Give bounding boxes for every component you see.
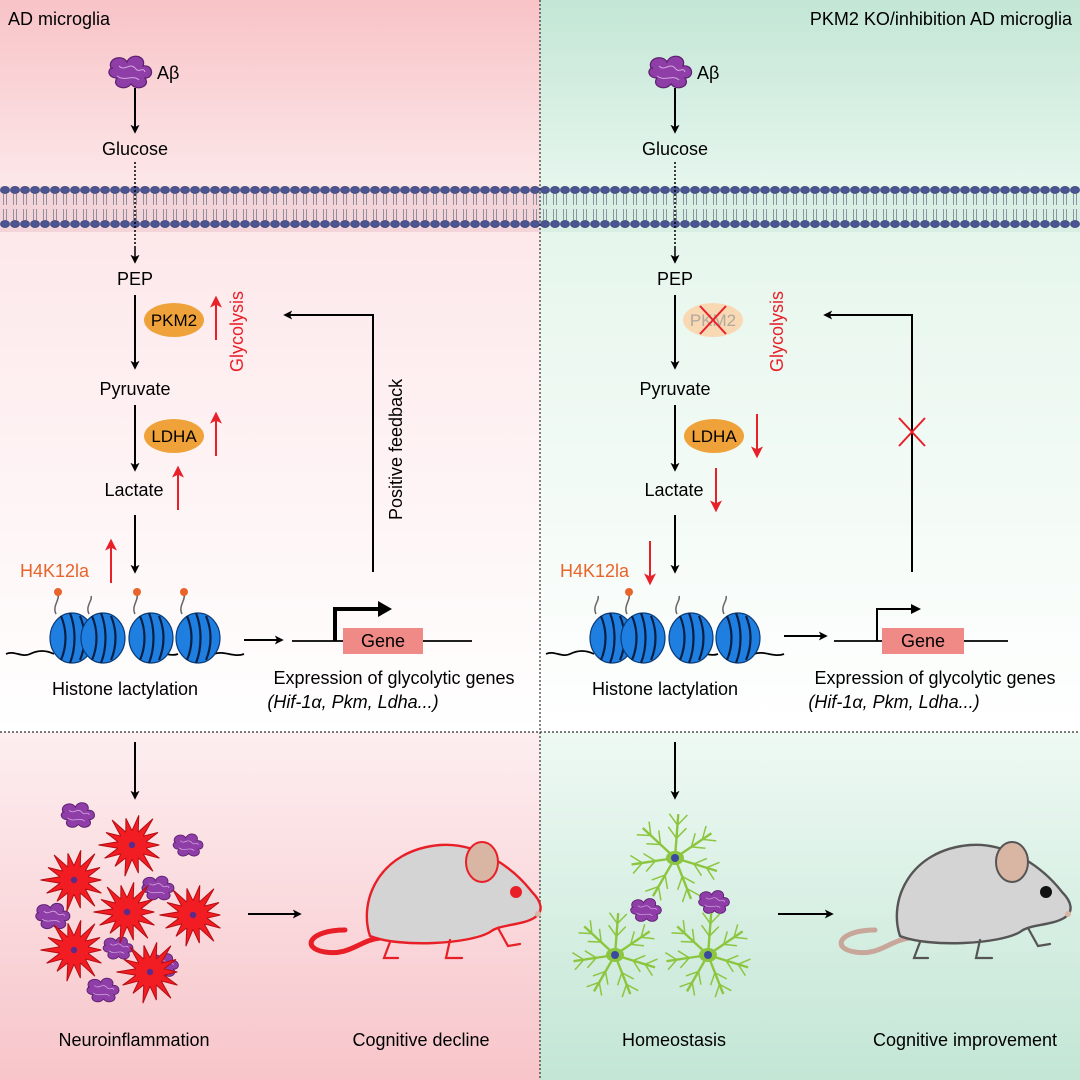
homeostatic-microglia-icon <box>630 813 720 903</box>
abeta-aggregate-icon <box>630 898 662 922</box>
expression-genes-label: (Hif-1α, Pkm, Ldha...) <box>267 692 438 712</box>
reactive-microglia-icon <box>93 882 155 944</box>
reactive-microglia-icon <box>40 920 102 982</box>
homeostasis-label: Homeostasis <box>622 1030 726 1050</box>
abeta-label: Aβ <box>697 63 719 83</box>
mouse-decline-icon <box>308 841 542 960</box>
nucleosome <box>620 588 666 664</box>
nucleosome <box>80 595 126 664</box>
ldha-enzyme <box>144 419 204 453</box>
pkm2-enzyme <box>144 303 204 337</box>
blocked-feedback-arrow <box>823 310 913 572</box>
neuroinflammation-label: Neuroinflammation <box>58 1030 209 1050</box>
abeta-aggregate-icon <box>60 802 95 828</box>
gene-label: Gene <box>901 631 945 651</box>
ldha-enzyme <box>684 419 744 453</box>
feedback-blocked-cross-icon <box>898 417 926 447</box>
abeta-aggregate-icon <box>698 890 730 914</box>
abeta-aggregate-icon <box>35 902 71 930</box>
lactate-label: Lactate <box>104 480 163 500</box>
abeta-aggregate-icon <box>141 875 175 901</box>
cognitive-decline-label: Cognitive decline <box>352 1030 489 1050</box>
left-panel: AD microglia Aβ Glucose PEP PKM2 Glycoly… <box>5 9 542 1050</box>
abeta-aggregate-icon <box>86 977 120 1003</box>
histone-lactylation-label: Histone lactylation <box>592 679 738 699</box>
homeostatic-microglia-cluster <box>572 813 751 998</box>
reactive-microglia-icon <box>159 885 221 947</box>
right-panel-title: PKM2 KO/inhibition AD microglia <box>810 9 1073 29</box>
glycolysis-label: Glycolysis <box>767 291 787 372</box>
gene-box <box>882 628 964 654</box>
pkm2-knockout-cross-icon <box>699 305 727 335</box>
lactate-label: Lactate <box>644 480 703 500</box>
homeostatic-microglia-icon <box>572 912 658 998</box>
h4k12la-label: H4K12la <box>560 561 630 581</box>
cognitive-improvement-label: Cognitive improvement <box>873 1030 1057 1050</box>
ldha-label: LDHA <box>151 427 197 446</box>
pyruvate-label: Pyruvate <box>99 379 170 399</box>
expression-label: Expression of glycolytic genes <box>814 668 1055 688</box>
positive-feedback-label: Positive feedback <box>386 378 406 520</box>
pyruvate-label: Pyruvate <box>639 379 710 399</box>
histone-lactylation-label: Histone lactylation <box>52 679 198 699</box>
abeta-aggregate-icon <box>648 55 693 89</box>
promoter-arrow-strong <box>333 607 382 641</box>
expression-genes-label: (Hif-1α, Pkm, Ldha...) <box>808 692 979 712</box>
mouse-improvement-icon <box>838 841 1072 960</box>
positive-feedback-arrow <box>283 310 374 572</box>
pep-label: PEP <box>117 269 153 289</box>
nucleosome <box>668 595 714 664</box>
h4k12la-label: H4K12la <box>20 561 90 581</box>
expression-label: Expression of glycolytic genes <box>273 668 514 688</box>
ldha-label: LDHA <box>691 427 737 446</box>
left-panel-title: AD microglia <box>8 9 111 29</box>
nucleosome <box>715 595 761 664</box>
gene-label: Gene <box>361 631 405 651</box>
glycolysis-label: Glycolysis <box>227 291 247 372</box>
nucleosome <box>175 588 221 664</box>
glucose-label: Glucose <box>642 139 708 159</box>
nucleosome <box>128 588 174 664</box>
reactive-microglia-cluster <box>35 802 221 1004</box>
glucose-label: Glucose <box>102 139 168 159</box>
reactive-microglia-icon <box>40 850 102 912</box>
promoter-arrowhead <box>911 604 921 614</box>
pep-label: PEP <box>657 269 693 289</box>
abeta-aggregate-icon <box>172 833 204 857</box>
abeta-aggregate-icon <box>102 936 134 960</box>
promoter-arrowhead <box>378 601 392 617</box>
promoter-arrow-weak <box>876 608 914 641</box>
cell-membrane <box>0 186 1080 232</box>
homeostatic-microglia-icon <box>665 912 751 998</box>
abeta-label: Aβ <box>157 63 179 83</box>
gene-box <box>343 628 423 654</box>
abeta-aggregate-icon <box>108 55 153 89</box>
pkm2-label: PKM2 <box>151 311 197 330</box>
reactive-microglia-icon <box>98 815 160 877</box>
right-panel: PKM2 KO/inhibition AD microglia Aβ Gluco… <box>545 9 1073 1050</box>
reactive-microglia-icon <box>116 942 178 1004</box>
